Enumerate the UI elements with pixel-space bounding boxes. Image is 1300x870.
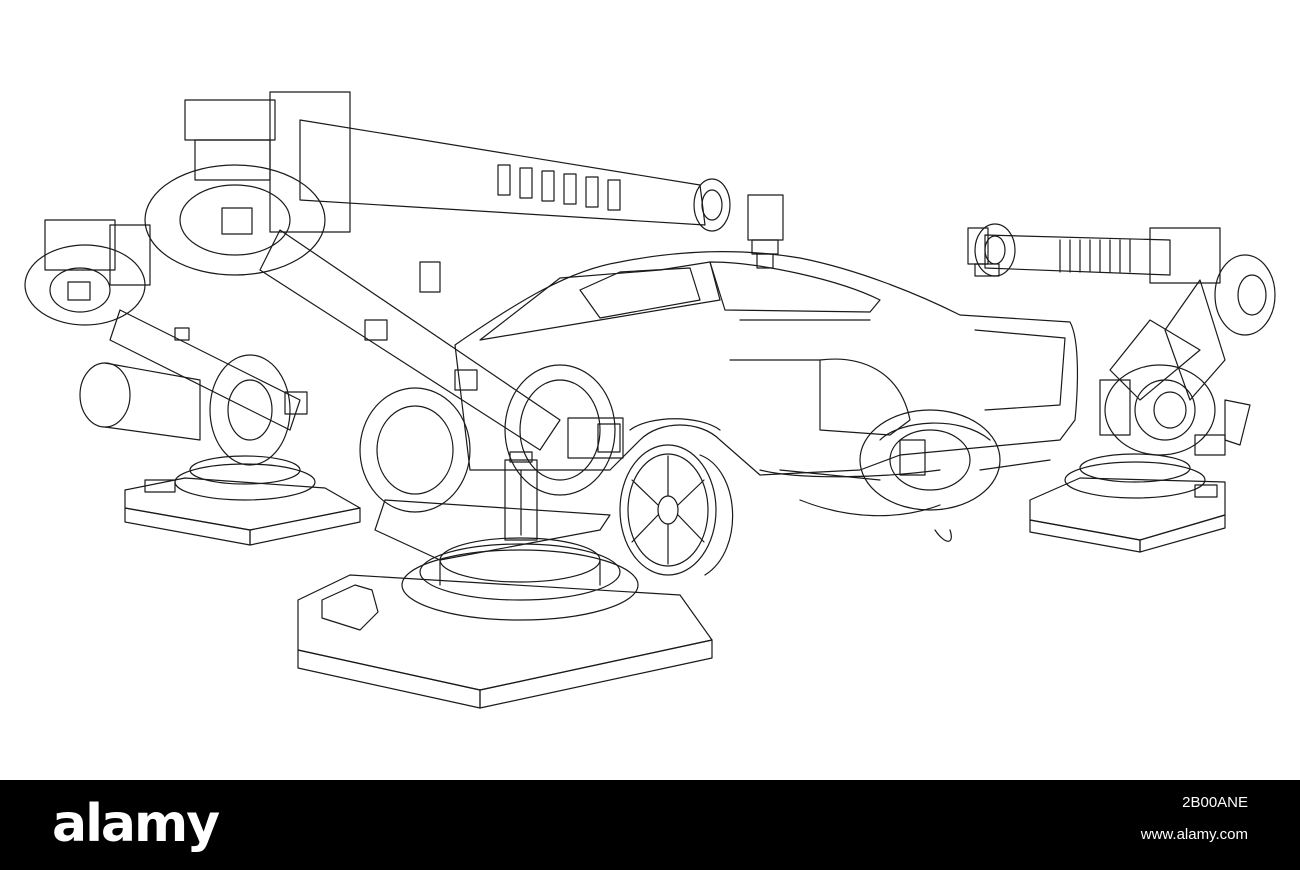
right-robot-arm — [967, 223, 1276, 456]
car-rear-axle — [779, 409, 1051, 511]
left-robot-base — [124, 455, 361, 546]
right-robot-base — [1029, 453, 1226, 553]
watermark-footer: alamy 2B00ANE www.alamy.com — [0, 780, 1300, 870]
left-robot-arm-upper — [144, 91, 784, 451]
site-url-label: www.alamy.com — [1140, 826, 1248, 843]
left-robot-arm-lower — [24, 219, 308, 466]
image-id-label: 2B00ANE — [1182, 794, 1248, 811]
car-body-wireframe — [454, 250, 1079, 542]
center-robot-base — [297, 451, 713, 709]
alamy-logo: alamy — [52, 794, 220, 854]
car-wheel — [619, 444, 734, 576]
wireframe-svg — [24, 91, 1276, 709]
center-robot-arm-head — [359, 364, 624, 561]
robot-arms-car-wireframe-illustration — [24, 91, 1276, 709]
